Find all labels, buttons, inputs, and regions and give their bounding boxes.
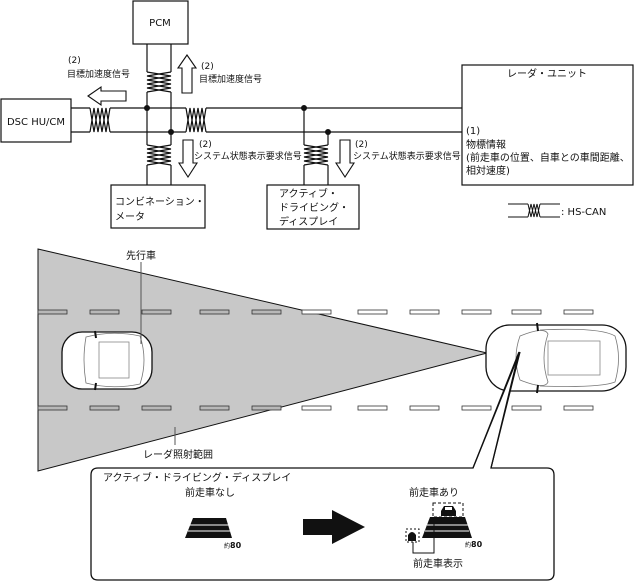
lane-dash [409, 309, 440, 315]
signal-to-meter-num: (2) [199, 140, 212, 150]
lane-dash [461, 405, 492, 411]
pcm-module: PCM [132, 0, 189, 45]
arrow-to-pcm [176, 54, 198, 94]
lane-dash [511, 309, 542, 315]
lane-marking-top [37, 309, 594, 315]
lane-marking-bottom [37, 405, 594, 411]
active-display-module: アクティブ・ ドライビング・ ディスプレイ [266, 184, 360, 230]
vehicle-indicator-label: 前走車表示 [413, 557, 463, 570]
can-twist-display [303, 144, 329, 166]
lane-dash [251, 309, 282, 315]
lane-dash [141, 405, 172, 411]
arrow-to-dsc [87, 85, 127, 107]
active-display-label-1: アクティブ・ [279, 187, 338, 200]
leading-vehicle-label: 先行車 [126, 249, 156, 262]
lane-dash [357, 405, 388, 411]
radar-range-area [37, 248, 488, 472]
radar-signal-num: (1) [466, 126, 480, 137]
lane-dash [37, 405, 68, 411]
can-twist-meter [146, 144, 172, 166]
signal-to-dsc-label: 目標加速度信号 [67, 68, 130, 80]
pcm-label: PCM [149, 18, 171, 29]
active-display-label-3: ディスプレイ [279, 215, 338, 228]
radar-signal-label: 物標情報 [466, 138, 506, 151]
arrow-to-display [334, 139, 356, 179]
signal-to-pcm-num: (2) [201, 62, 214, 72]
can-twist-main [185, 107, 207, 133]
lane-dash [199, 405, 230, 411]
lane-dash [37, 309, 68, 315]
callout-title: アクティブ・ドライビング・ディスプレイ [103, 471, 291, 484]
lane-dash [461, 309, 492, 315]
own-vehicle [485, 322, 627, 394]
active-display-label-2: ドライビング・ [279, 201, 349, 214]
label-with-vehicle: 前走車あり [409, 486, 459, 499]
radar-signal-detail-1: (前走車の位置、自車との車間距離、 [466, 151, 630, 164]
lane-dash [89, 405, 120, 411]
lane-dash [563, 405, 594, 411]
dsc-module: DSC HU/CM [0, 98, 72, 143]
signal-to-display-label: システム状態表示要求信号 [353, 150, 461, 162]
lane-dash [357, 309, 388, 315]
lane-dash [89, 309, 120, 315]
radar-range-label: レーダ照射範囲 [143, 448, 213, 461]
hud-vehicle-icon [441, 506, 456, 516]
dsc-label: DSC HU/CM [7, 117, 65, 128]
combination-meter-label-1: コンビネーション・ [115, 196, 205, 208]
signal-to-dsc-num: (2) [68, 56, 81, 66]
can-bus [71, 44, 462, 185]
arrow-to-meter [177, 139, 199, 179]
radar-signal-detail-2: 相対速度) [466, 164, 510, 177]
lane-dash [141, 309, 172, 315]
lane-dash [251, 405, 282, 411]
lane-dash [199, 309, 230, 315]
lane-dash [563, 309, 594, 315]
combination-meter-module: コンビネーション・ メータ [110, 184, 206, 229]
lane-dash [301, 405, 332, 411]
speed-value-vehicle: 80 [471, 540, 483, 549]
lane-dash [301, 309, 332, 315]
signal-to-display-num: (2) [355, 140, 368, 150]
speed-value-empty: 80 [230, 541, 242, 550]
speed-prefix-vehicle: 約 [465, 541, 471, 549]
can-twist-pcm [146, 71, 172, 93]
combination-meter-label-2: メータ [115, 211, 145, 223]
hud-lane-graphic-empty [185, 518, 232, 538]
transition-arrow [303, 510, 365, 544]
hs-can-legend: : HS-CAN [508, 203, 606, 218]
label-no-vehicle: 前走車なし [185, 486, 235, 499]
lane-dash [409, 405, 440, 411]
radar-unit: レーダ・ユニット (1) 物標情報 (前走車の位置、自車との車間距離、 相対速度… [461, 64, 634, 186]
leading-vehicle [61, 330, 153, 391]
signal-to-pcm-label: 目標加速度信号 [199, 73, 262, 85]
hud-indicator-icon [408, 532, 416, 541]
hud-lane-graphic-vehicle [405, 502, 472, 554]
hs-can-legend-label: : HS-CAN [561, 207, 606, 218]
lane-dash [511, 405, 542, 411]
junction-dots [144, 105, 331, 135]
radar-unit-label: レーダ・ユニット [507, 67, 587, 80]
signal-to-meter-label: システム状態表示要求信号 [194, 150, 302, 162]
can-twist-dsc [89, 107, 111, 133]
speed-prefix-empty: 約 [224, 542, 230, 550]
